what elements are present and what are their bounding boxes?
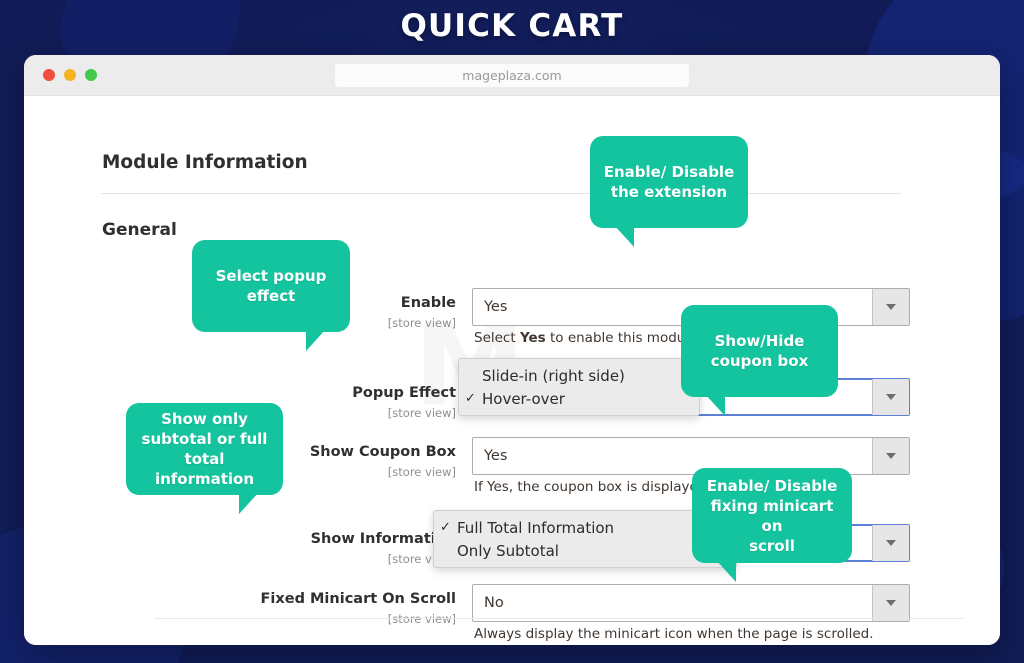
field-scope: [store view] [387, 552, 456, 566]
field-label-text: Fixed Minicart On Scroll [260, 591, 456, 607]
field-scope: [store view] [387, 612, 456, 626]
select-show-coupon-box-value: Yes [484, 448, 508, 464]
select-show-coupon-box[interactable]: Yes [472, 437, 910, 475]
field-help-enable: Select Yes to enable this module. [474, 330, 702, 346]
field-scope: [store view] [387, 406, 456, 420]
chevron-down-icon[interactable] [872, 289, 909, 325]
dropdown-option-label: Only Subtotal [457, 541, 559, 560]
chevron-down-icon[interactable] [872, 379, 909, 415]
select-enable-value: Yes [484, 299, 508, 315]
field-label-text: Popup Effect [352, 385, 456, 401]
close-window-icon[interactable] [43, 69, 55, 81]
hero-title: QUICK CART [400, 8, 624, 44]
dropdown-option[interactable]: ✓ Full Total Information [434, 516, 736, 539]
field-help-fixed-minicart-on-scroll: Always display the minicart icon when th… [474, 626, 874, 642]
field-label-text: Show Coupon Box [309, 444, 456, 460]
page-title: Module Information [102, 152, 308, 173]
dropdown-option-label: Slide-in (right side) [482, 366, 625, 385]
chevron-down-icon[interactable] [872, 525, 909, 561]
minimize-window-icon[interactable] [64, 69, 76, 81]
field-label-text: Enable [400, 295, 456, 311]
field-label-enable: Enable [store view] [154, 294, 456, 332]
chevron-down-icon[interactable] [872, 438, 909, 474]
field-label-fixed-minicart-on-scroll: Fixed Minicart On Scroll [store view] [154, 590, 456, 628]
window-controls [43, 69, 97, 81]
dropdown-option[interactable]: ✓ Hover-over [459, 387, 699, 410]
field-scope: [store view] [387, 316, 456, 330]
dropdown-option[interactable]: Only Subtotal [434, 539, 736, 562]
dropdown-menu-show-information[interactable]: ✓ Full Total Information Only Subtotal [433, 510, 737, 568]
dropdown-option[interactable]: Slide-in (right side) [459, 364, 699, 387]
dropdown-menu-popup-effect[interactable]: Slide-in (right side) ✓ Hover-over [458, 358, 700, 416]
section-title: General [102, 220, 177, 240]
field-scope: [store view] [387, 465, 456, 479]
address-bar[interactable]: mageplaza.com [335, 63, 689, 87]
divider-bottom [154, 618, 964, 619]
browser-titlebar: mageplaza.com [24, 55, 1000, 96]
field-label-text: Show Information [310, 531, 456, 547]
field-label-show-coupon-box: Show Coupon Box [store view] [154, 443, 456, 481]
page-content: M Module Information General Enable [sto… [24, 96, 1000, 645]
field-label-popup-effect: Popup Effect [store view] [154, 384, 456, 422]
dropdown-option-label: Full Total Information [457, 518, 615, 537]
check-icon: ✓ [440, 520, 451, 535]
divider-top [101, 193, 901, 194]
help-prefix: Select [474, 330, 520, 346]
dropdown-option-label: Hover-over [482, 389, 565, 408]
select-fixed-minicart-on-scroll-value: No [484, 595, 504, 611]
chevron-down-icon[interactable] [872, 585, 909, 621]
browser-window: mageplaza.com M Module Information Gener… [24, 55, 1000, 645]
maximize-window-icon[interactable] [85, 69, 97, 81]
field-label-show-information: Show Information [store view] [154, 530, 456, 568]
help-suffix: to enable this module. [545, 330, 702, 346]
check-icon: ✓ [465, 391, 476, 406]
select-fixed-minicart-on-scroll[interactable]: No [472, 584, 910, 622]
help-bold: Yes [519, 330, 546, 346]
